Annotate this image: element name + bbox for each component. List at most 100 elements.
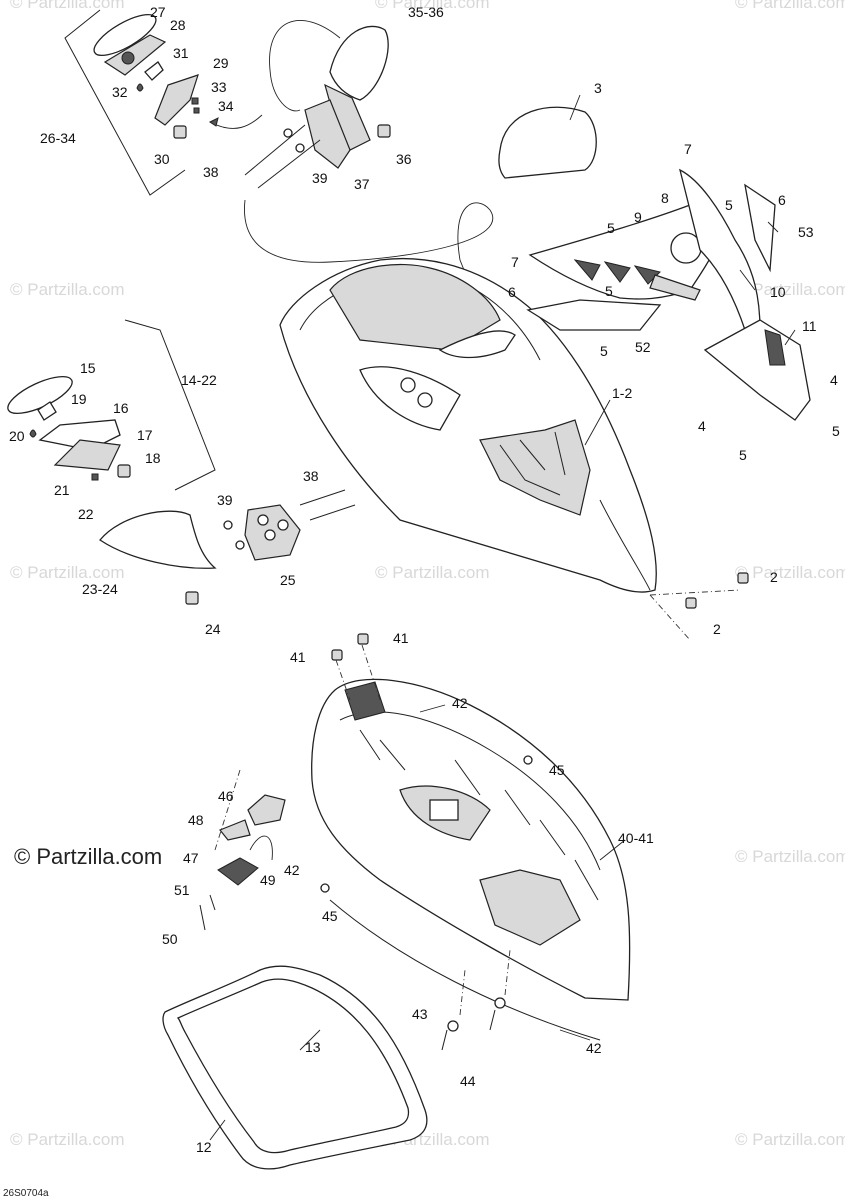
liner-lower-edge [329, 899, 601, 1041]
nut [117, 464, 131, 478]
callout: 35-36 [408, 4, 444, 20]
hull-nut [737, 572, 749, 584]
drop-icon [136, 83, 144, 92]
mirror-stud [144, 61, 164, 81]
callout: 50 [162, 931, 178, 947]
screw [489, 1009, 496, 1031]
group-bracket [124, 319, 216, 491]
watermark-text: © Partzilla.com [735, 847, 845, 866]
hull-edge [599, 499, 651, 591]
mirror-assembly-left [7, 319, 356, 605]
liner-ribs [359, 729, 599, 901]
leader-line [419, 704, 446, 713]
callout: 5 [600, 343, 608, 359]
latch-spring [249, 835, 273, 861]
callout: 52 [635, 339, 651, 355]
mirror-pivot [121, 51, 135, 65]
callout: 7 [684, 141, 692, 157]
center-line [361, 644, 381, 701]
leader-line [784, 329, 796, 346]
port-hole [417, 392, 433, 408]
washer [494, 997, 506, 1009]
vent-insert [649, 274, 701, 301]
mirror-shell [99, 510, 217, 569]
callout: 17 [137, 427, 153, 443]
callout: 40-41 [618, 830, 654, 846]
callout: 5 [832, 423, 840, 439]
trim-piece [744, 183, 776, 273]
callout: 14-22 [181, 372, 217, 388]
callout: 2 [770, 569, 778, 585]
callout: 37 [354, 176, 370, 192]
mirror-housing [103, 34, 167, 76]
callout: 36 [396, 151, 412, 167]
callout: 46 [218, 788, 234, 804]
callout: 42 [284, 862, 300, 878]
callout: 39 [217, 492, 233, 508]
mirror-glass [93, 13, 157, 57]
mirror-shell [329, 25, 389, 101]
callout: 23-24 [82, 581, 118, 597]
callout: 6 [778, 192, 786, 208]
callout-labels: 27 28 31 29 32 33 34 30 26-34 35-36 36 3… [9, 4, 840, 1155]
callout: 32 [112, 84, 128, 100]
callout: 5 [739, 447, 747, 463]
bolt-shaft [244, 124, 306, 176]
callout: 49 [260, 872, 276, 888]
washer [223, 520, 233, 530]
mirror-assembly-top [244, 20, 494, 289]
washer [283, 128, 293, 138]
side-decals [526, 168, 811, 421]
callout: 31 [173, 45, 189, 61]
callout: 51 [174, 882, 190, 898]
watermark-text: © Partzilla.com [10, 563, 125, 582]
leader-line [569, 94, 581, 121]
assembly-curve [269, 20, 341, 112]
leader-lines [209, 94, 796, 1141]
watermark-text: © Partzilla.com [10, 0, 125, 12]
bin-ribs [499, 431, 566, 496]
callout: 48 [188, 812, 204, 828]
liner-grommet [523, 755, 533, 765]
callout: 27 [150, 4, 166, 20]
lower-decal [703, 319, 811, 421]
callout: 8 [661, 190, 669, 206]
leader-line [739, 269, 756, 291]
center-line [649, 589, 741, 596]
latch-lever [219, 819, 251, 841]
assembly-curve [244, 199, 494, 286]
callout: 12 [196, 1139, 212, 1155]
callout: 25 [280, 572, 296, 588]
callout: 30 [154, 151, 170, 167]
mirror-base [154, 74, 199, 126]
hatch-seal [162, 965, 428, 1170]
center-line [649, 594, 691, 641]
center-line [504, 949, 511, 996]
latch-plate [247, 794, 286, 826]
callout: 43 [412, 1006, 428, 1022]
mirror-stud [37, 401, 57, 421]
liner-compartment [479, 869, 581, 946]
bolt-shaft [299, 489, 346, 506]
watermark-text: © Partzilla.com [375, 0, 490, 12]
callout: 26-34 [40, 130, 76, 146]
callout: 2 [713, 621, 721, 637]
watermark-text: © Partzilla.com [735, 280, 845, 299]
callout: 24 [205, 621, 221, 637]
callout: 6 [508, 284, 516, 300]
latch-screw [209, 894, 216, 911]
callout: 47 [183, 850, 199, 866]
bracket-hole [257, 514, 269, 526]
latch-body [217, 857, 259, 886]
hull-liner [311, 678, 631, 1041]
callout: 3 [594, 80, 602, 96]
small-washer [193, 107, 200, 114]
liner-nut [331, 649, 343, 661]
watermark-text: © Partzilla.com [735, 563, 845, 582]
small-nut [91, 473, 99, 481]
callout: 33 [211, 79, 227, 95]
callout: 28 [170, 17, 186, 33]
callout: 5 [605, 283, 613, 299]
callout: 21 [54, 482, 70, 498]
callout: 20 [9, 428, 25, 444]
